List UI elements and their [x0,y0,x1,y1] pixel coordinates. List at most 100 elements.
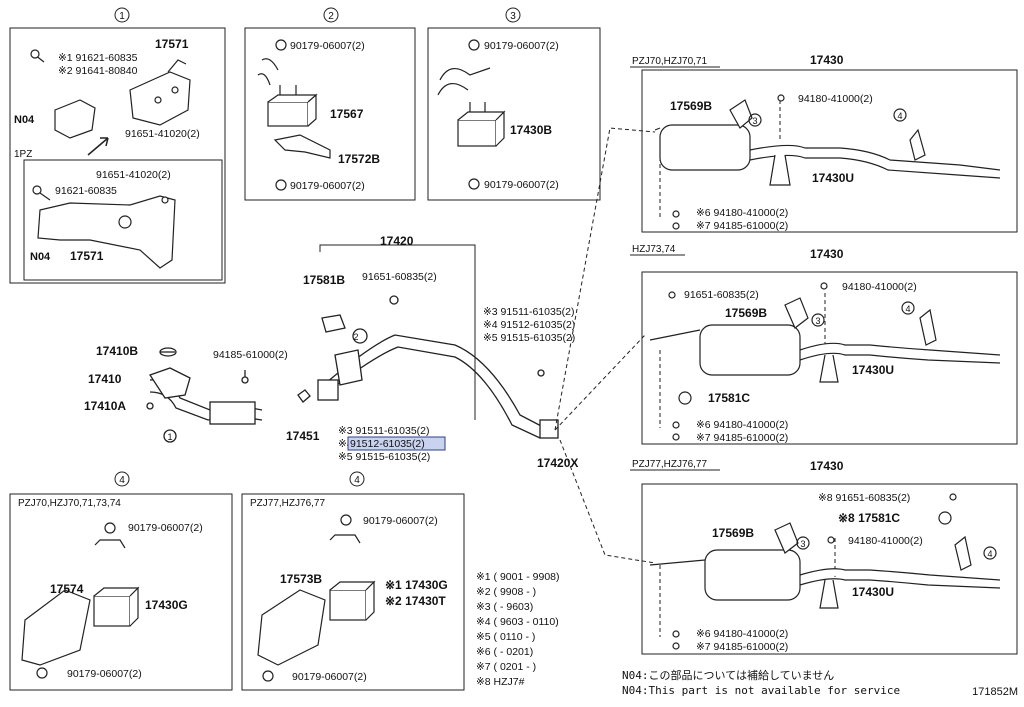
exhaust-pipe-drawing [146,295,559,443]
subtitle: PZJ77,HZJ76,77 [632,459,707,470]
circle-label-1: 1 [119,11,125,22]
label: ※8 17581C [838,511,900,525]
label: 17430 [810,247,844,261]
mount-17430b-drawing [437,39,506,190]
circle-label-4b: 4 [354,475,360,486]
label: 94185-61000(2) [213,349,288,361]
note-japanese: N04:この部品については補給していません [622,669,835,682]
label: 17430 [810,459,844,473]
muffler-17430-v3 [649,493,1001,650]
subtitle: PZJ70,HZJ70,71 [632,56,707,67]
legend-item: ※5 ( 0110 - ) [476,631,535,643]
label: 17430U [812,171,854,185]
label: 90179-06007(2) [128,522,203,534]
box-1-circle: 1 [114,7,130,23]
document-id: 171852M [972,686,1018,698]
legend: ※1 ( 9001 - 9908) ※2 ( 9908 - ) ※3 ( - 9… [476,571,560,688]
label: ※3 91511-61035(2) [338,425,430,437]
label: ※2 91641-80840 [58,65,138,77]
circle-label-3: 3 [510,11,516,22]
label: 17572B [338,152,380,166]
label: N04 [14,114,35,126]
label: 17430B [510,123,552,137]
circle-label-2: 2 [328,11,334,22]
mount-17567-drawing [257,39,331,191]
box-4b [241,471,465,691]
label: ※5 91515-61035(2) [483,332,575,344]
label: 17430U [852,363,894,377]
legend-item: ※6 ( - 0201) [476,646,533,658]
label: ※8 91651-60835(2) [818,492,910,504]
label: 17581C [708,391,750,405]
variant-2-labels: HZJ73,74 17430 91651-60835(2) 94180-4100… [632,244,917,444]
variant-leader-lines [554,100,836,637]
label: 94180-41000(2) [848,535,923,547]
note-english: N04:This part is not available for servi… [622,684,901,697]
muffler-17430-v2 [649,282,1001,441]
circle-ref-2: 2 [353,332,358,342]
label: 90179-06007(2) [290,180,365,192]
label: ※7 94185-61000(2) [696,432,788,444]
circle-ref-4: 4 [897,111,902,121]
label: ※6 94180-41000(2) [696,419,788,431]
label: ※6 94180-41000(2) [696,207,788,219]
label: 90179-06007(2) [484,40,559,52]
label: 17410B [96,344,138,358]
label: 17569B [712,526,754,540]
circle-ref-3: 3 [800,539,805,549]
label: 91651-41020(2) [125,128,200,140]
box-3 [427,7,601,201]
subtitle: PZJ77,HZJ76,77 [250,498,325,509]
label: ※7 94185-61000(2) [696,641,788,653]
label: 17571 [70,249,104,263]
label: 17451 [286,429,320,443]
legend-item: ※4 ( 9603 - 0110) [476,616,559,628]
label: 17581B [303,273,345,287]
label: 17430U [852,585,894,599]
label: 90179-06007(2) [292,671,367,683]
label: 90179-06007(2) [67,668,142,680]
label: 91651-60835(2) [362,271,437,283]
label: 17420 [380,234,414,248]
highlighted-part-number[interactable]: 91512-61035(2) [350,438,425,450]
label: 17569B [725,306,767,320]
legend-item: ※3 ( - 9603) [476,601,533,613]
notes: N04:この部品については補給していません N04:This part is n… [622,668,900,698]
label: ※2 17430T [385,594,446,608]
label: 94180-41000(2) [798,93,873,105]
circle-ref-4: 4 [987,549,992,559]
variant-1-labels: PZJ70,HZJ70,71 17430 17569B 94180-41000(… [632,53,903,232]
label: 91621-60835 [55,185,117,197]
label: 90179-06007(2) [363,515,438,527]
box-3-labels: 90179-06007(2) 17430B 90179-06007(2) [484,40,559,191]
label: 17574 [50,582,84,596]
box-4b-labels: PZJ77,HZJ76,77 90179-06007(2) 17573B ※1 … [250,498,448,683]
center-labels: 17420 17581B 91651-60835(2) 17410B 94185… [84,234,578,470]
center-bracket-lines [319,244,476,420]
box-1 [9,27,226,284]
circle-ref-3: 3 [752,116,757,126]
label: ※3 91511-61035(2) [483,306,575,318]
label: ※5 91515-61035(2) [338,451,430,463]
label: 94180-41000(2) [842,281,917,293]
label: ※1 91621-60835 [58,52,138,64]
subtitle: 1PZ [14,149,32,160]
variant-3-labels: PZJ77,HZJ76,77 17430 ※8 91651-60835(2) ※… [632,459,993,653]
box-1-labels: ※1 91621-60835 ※2 91641-80840 17571 N04 … [14,37,200,263]
label: ※4 91512-61035(2) [483,319,575,331]
label: ※7 94185-61000(2) [696,220,788,232]
box-4a-labels: PZJ70,HZJ70,71,73,74 90179-06007(2) 1757… [18,498,203,680]
label: 17410A [84,399,126,413]
box-2-labels: 90179-06007(2) 17567 17572B 90179-06007(… [290,40,380,192]
label: 91651-60835(2) [684,289,759,301]
label: 17573B [280,572,322,586]
label: 90179-06007(2) [484,179,559,191]
label: 91651-41020(2) [96,169,171,181]
mount-17430g-drawing [21,522,140,679]
legend-item: ※7 ( 0201 - ) [476,661,536,673]
variant-boxes [630,66,1018,655]
subtitle: HZJ73,74 [632,244,676,255]
label: 90179-06007(2) [290,40,365,52]
legend-item: ※8 HZJ7# [476,676,525,688]
